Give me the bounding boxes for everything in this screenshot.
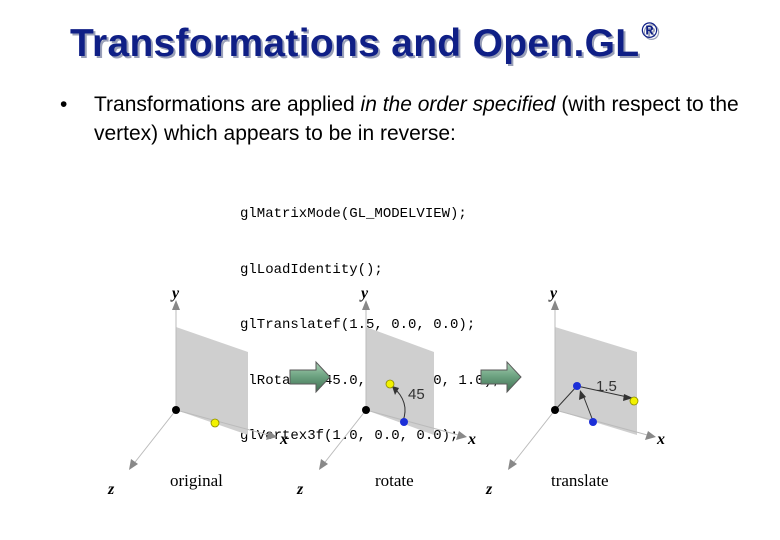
z-arrowhead-icon	[129, 459, 138, 470]
rotation-arrowhead-icon	[392, 386, 399, 395]
translation-path	[576, 385, 633, 399]
z-arrowhead-icon	[319, 459, 328, 470]
x-axis-label: x	[279, 431, 288, 448]
y-arrowhead-icon	[172, 300, 180, 310]
vertex-point-rotated	[385, 379, 395, 389]
origin-point	[551, 406, 559, 414]
vertex-point-translated	[629, 396, 639, 406]
x-axis-line	[365, 409, 463, 437]
bullet-text: Transformations are applied in the order…	[94, 90, 744, 148]
x-axis-line	[175, 409, 273, 437]
code-line: glLoadIdentity();	[240, 261, 383, 278]
slide-title-text: Transformations and Open.GL	[70, 22, 640, 65]
vertex-point	[210, 418, 220, 428]
bullet-dot-icon: •	[60, 93, 68, 116]
panel-caption: rotate	[375, 471, 414, 490]
x-arrowhead-icon	[266, 431, 277, 440]
panel-caption: translate	[551, 471, 609, 490]
y-axis-label: y	[548, 285, 558, 302]
right-arrow-icon	[289, 360, 331, 394]
bullet-text-part1: Transformations are applied	[94, 93, 361, 116]
plane	[176, 327, 248, 435]
panel-rotate: 45 y x z rotate	[296, 285, 476, 498]
vertex-point-original	[589, 418, 597, 426]
x-arrowhead-icon	[645, 431, 656, 440]
code-line: glTranslatef(1.5, 0.0, 0.0);	[240, 317, 476, 333]
plane	[555, 327, 637, 435]
vertex-point-original	[400, 418, 408, 426]
bullet-text-italic: in the order specified	[360, 93, 556, 116]
z-axis-label: z	[485, 481, 493, 498]
z-axis-line	[510, 409, 556, 467]
z-axis-label: z	[296, 481, 304, 498]
translation-arrowhead-icon	[623, 394, 633, 401]
translation-amount-label: 1.5	[596, 378, 617, 395]
y-arrowhead-icon	[551, 300, 559, 310]
origin-link	[554, 385, 578, 411]
z-axis-line	[321, 409, 367, 467]
x-axis-line	[554, 409, 652, 437]
x-axis-label: x	[656, 431, 665, 448]
origin-point	[172, 406, 180, 414]
rotation-arrowhead-icon	[579, 390, 586, 400]
right-arrow-icon	[480, 360, 522, 394]
rotation-path	[582, 394, 594, 422]
vertex-point-rotated	[573, 382, 581, 390]
panel-translate: 1.5 y x z translate	[485, 285, 665, 498]
z-arrowhead-icon	[508, 459, 517, 470]
rotation-angle-label: 45	[408, 386, 425, 403]
y-arrowhead-icon	[362, 300, 370, 310]
panel-caption: original	[170, 471, 223, 490]
plane	[366, 327, 434, 435]
z-axis-label: z	[107, 481, 115, 498]
slide-title: Transformations and Open.GL®	[70, 18, 730, 66]
registered-mark: ®	[641, 18, 658, 43]
z-axis-line	[131, 409, 177, 467]
bullet-text-part2: (with respect to the vertex) which appea…	[94, 93, 739, 145]
x-axis-label: x	[467, 431, 476, 448]
panel-original: y x z original	[107, 285, 288, 498]
y-axis-label: y	[359, 285, 369, 302]
y-axis-label: y	[170, 285, 180, 302]
code-line: glMatrixMode(GL_MODELVIEW);	[240, 206, 467, 222]
origin-point	[362, 406, 370, 414]
x-arrowhead-icon	[456, 431, 467, 440]
